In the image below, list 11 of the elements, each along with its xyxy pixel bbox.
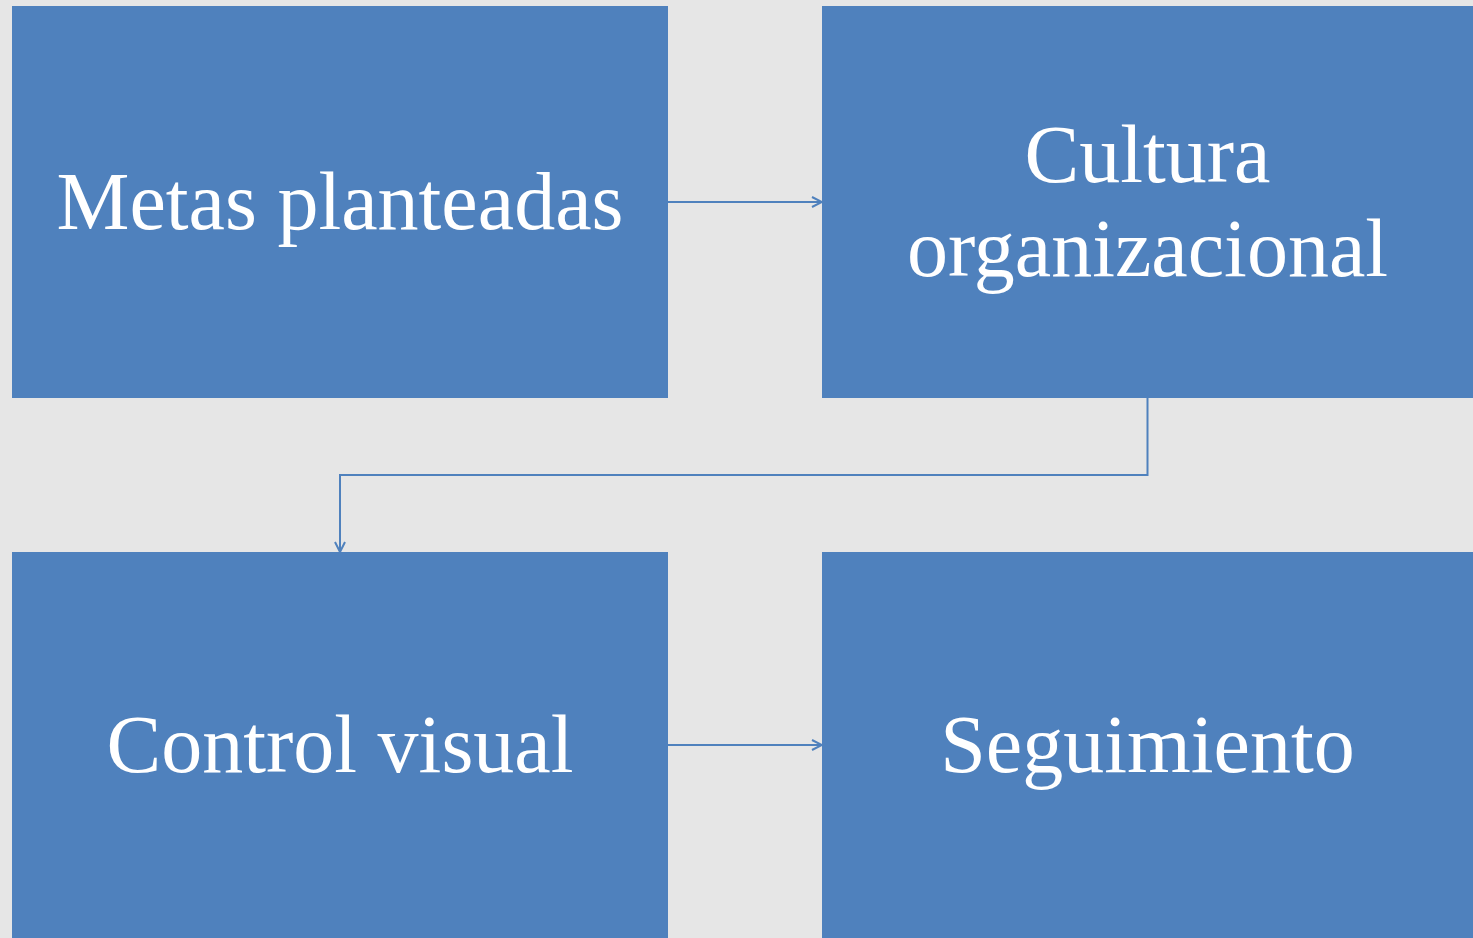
process-box — [822, 552, 1473, 938]
process-box — [822, 6, 1473, 398]
box-label: Seguimiento — [940, 697, 1355, 792]
process-box — [12, 6, 668, 398]
process-box — [12, 552, 668, 938]
box-label: Control visual — [106, 697, 574, 792]
arrow — [667, 196, 823, 208]
arrow — [667, 739, 823, 751]
arrow — [334, 397, 1149, 553]
box-label: Cultura organizacional — [905, 107, 1390, 296]
box-label: Metas planteadas — [56, 154, 624, 249]
